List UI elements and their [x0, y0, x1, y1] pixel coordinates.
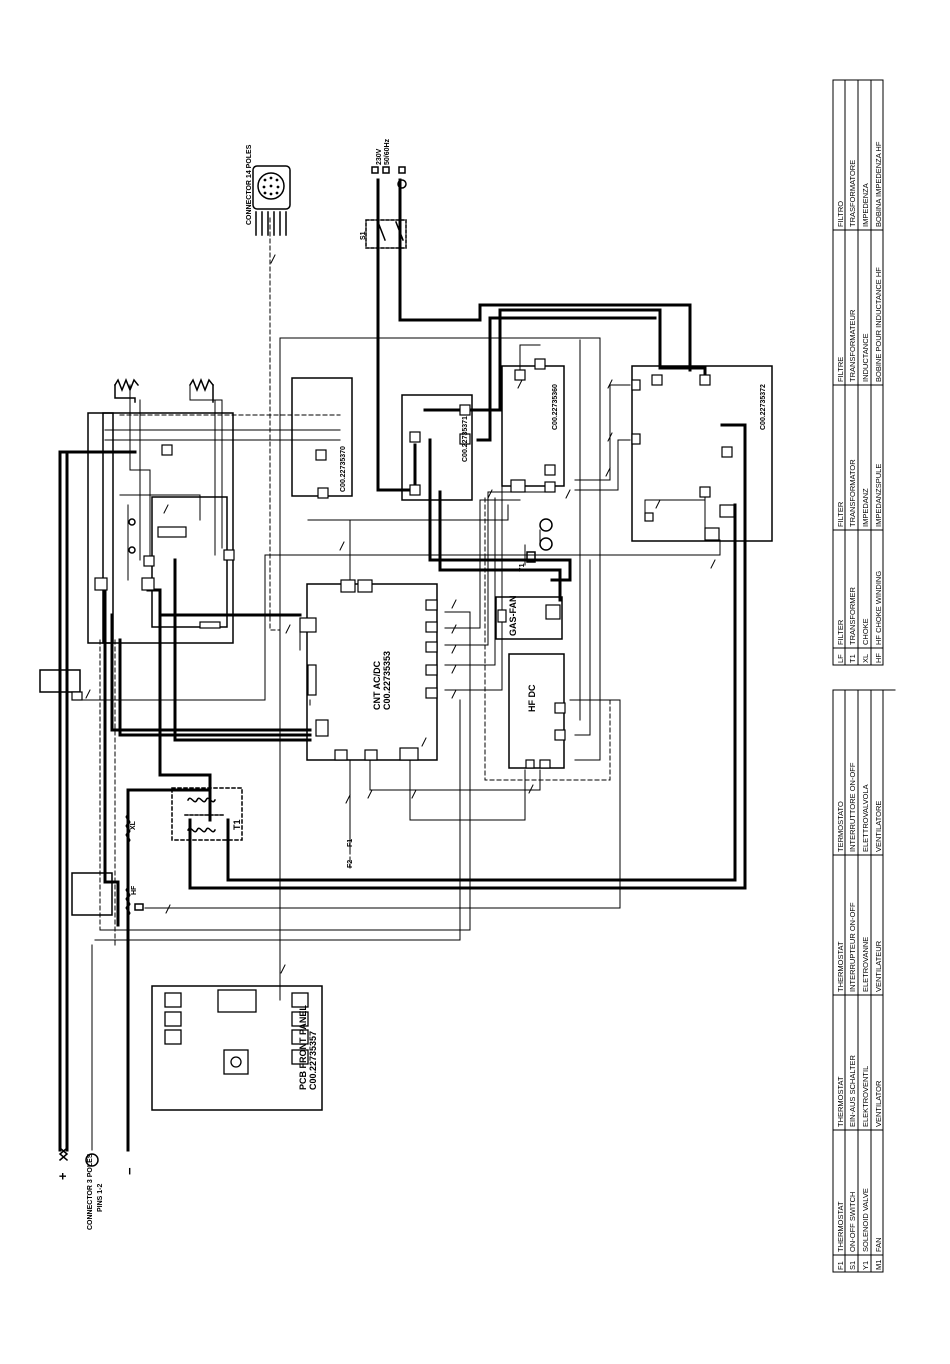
board-371-code: C00.22735371 [462, 416, 469, 462]
mains-switch-s1 [365, 166, 407, 249]
front-panel-code: C00.22735357 [308, 1030, 318, 1090]
plus-terminal-label: + [55, 1172, 70, 1180]
output-terminals [58, 1146, 99, 1167]
xl-label: XL [130, 821, 137, 830]
legend-f1-en: THERMOSTAT [836, 1201, 845, 1252]
mains-voltage-label: 230V [376, 148, 383, 165]
legend-table [832, 79, 896, 1273]
board-360-code: C00.22735360 [552, 384, 559, 430]
hf-dc-label: HF DC [527, 684, 537, 713]
legend-t1-code: T1 [848, 654, 857, 663]
board-372-code: C00.22735372 [760, 384, 767, 430]
legend-y1-en: SOLENOID VALVE [861, 1188, 870, 1252]
f1-label: F1 [347, 838, 354, 847]
legend-f1-code: F1 [836, 1261, 845, 1270]
mains-freq-label: 50/60Hz [384, 138, 391, 165]
wire-ticks [85, 254, 716, 974]
legend-s1-de: EIN-AUS SCHALTER [848, 1055, 857, 1127]
legend-y1-fr: ELETROVANNE [861, 936, 870, 992]
minus-terminal-label: − [122, 1167, 137, 1175]
front-panel-title: PCB FRONT PANEL [298, 1005, 308, 1090]
legend-lf-it: FILTRO [836, 200, 845, 227]
front-panel-controls [164, 989, 309, 1075]
y1-label: Y1 [519, 563, 526, 572]
legend-m1-fr: VENTILATEUR [874, 940, 883, 992]
legend-y1-de: ELEKTROVENTIL [861, 1065, 870, 1127]
legend-f1-de: THERMOSTAT [836, 1076, 845, 1127]
legend-y1-it: ELETTROVALVOLA [861, 784, 870, 852]
connector-14-label: CONNECTOR 14 POLES [246, 144, 253, 225]
legend-m1-en: FAN [874, 1237, 883, 1252]
switch-s1-label: S1 [360, 231, 367, 240]
legend-hf-fr: BOBINE POUR INDUCTANCE HF [874, 267, 883, 382]
legend-m1-de: VENTILATOR [874, 1080, 883, 1127]
gas-fan-label: GAS-FAN [508, 595, 518, 637]
legend-hf-en: HF CHOKE WINDING [874, 570, 883, 645]
legend-f1-it: TERMOSTATO [836, 801, 845, 852]
resistor-symbols [113, 377, 215, 403]
legend-f1-fr: THERMOSTAT [836, 941, 845, 992]
f2-label: F2 [347, 859, 354, 868]
legend-s1-fr: INTERRUPTEUR ON-OFF [848, 902, 857, 992]
legend-hf-de: IMPEDANZSPULE [874, 463, 883, 527]
legend-lf-code: LF [836, 654, 845, 663]
legend-hf-it: BOBINA IMPEDENZA HF [874, 141, 883, 227]
solenoid-and-fan [128, 518, 553, 563]
legend-xl-fr: INDUCTANCE [861, 333, 870, 382]
legend-lf-fr: FILTRE [836, 356, 845, 382]
legend-s1-code: S1 [848, 1260, 857, 1270]
legend-m1-it: VENTILATORE [874, 800, 883, 852]
legend-lf-en: FILTER [836, 619, 845, 645]
control-board-title: CNT AC/DC [372, 660, 382, 710]
connector-3-pins-label: PINS 1-2 [97, 1183, 104, 1212]
legend-s1-en: ON-OFF SWITCH [848, 1191, 857, 1252]
terminal-blocks [71, 358, 735, 769]
legend-hf-code: HF [874, 653, 883, 663]
legend-xl-en: CHOKE [861, 618, 870, 645]
connector-14-pins [262, 176, 280, 196]
control-board-code: C00.22735353 [382, 650, 392, 710]
connector-14-poles-symbol [252, 165, 291, 236]
legend-lf-de: FILTER [836, 501, 845, 527]
legend-xl-code: XL [861, 653, 870, 663]
legend-s1-it: INTERRUTTORE ON-OFF [848, 762, 857, 852]
inductor-symbols [125, 797, 226, 917]
legend-t1-it: TRASFORMATORE [848, 159, 857, 227]
legend-y1-code: Y1 [861, 1260, 870, 1270]
legend-xl-de: IMPEDANZ [861, 488, 870, 527]
legend-t1-de: TRANSFORMATOR [848, 459, 857, 527]
legend-t1-en: TRANSFORMER [848, 587, 857, 645]
legend-xl-it: IMPEDENZA [861, 183, 870, 227]
legend-t1-fr: TRANSFORMATEUR [848, 309, 857, 382]
legend-m1-code: M1 [874, 1259, 883, 1270]
hf-label: HF [131, 885, 138, 895]
connector-3-label: CONNECTOR 3 POLES [87, 1153, 94, 1231]
board-370-code: C00.22735370 [340, 446, 347, 492]
t1-label: T1 [232, 819, 242, 830]
dashed-wiring [99, 217, 611, 946]
